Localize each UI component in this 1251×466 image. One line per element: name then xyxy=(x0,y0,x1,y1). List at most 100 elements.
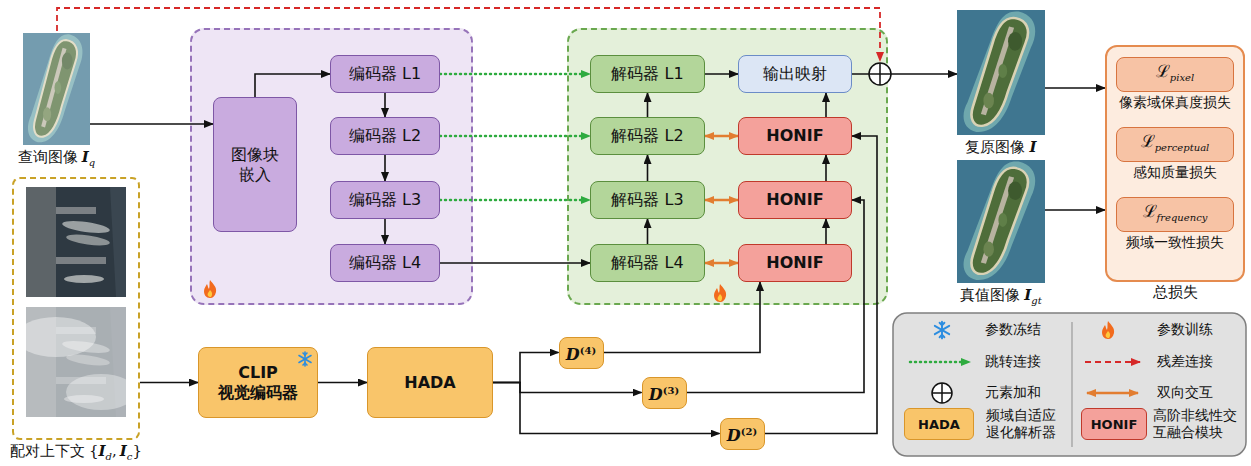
legend-text: 参数训练 xyxy=(1157,321,1213,337)
caption-text: 复原图像 xyxy=(965,138,1025,156)
decor-g xyxy=(935,322,949,339)
decor-line xyxy=(1087,392,1138,395)
decor-line xyxy=(305,363,307,365)
decor-path xyxy=(983,27,1011,115)
decor-path xyxy=(1106,331,1110,338)
residual-line xyxy=(57,8,880,61)
decor-rect xyxy=(957,10,1045,135)
encoder-box: 编码器 L4 xyxy=(330,244,440,282)
subscript: pixel xyxy=(1170,72,1194,83)
legend-item: 频域自适应退化解析器 xyxy=(986,407,1060,441)
legend-item: 参数训练 xyxy=(1157,321,1213,338)
label-block: D(4) xyxy=(566,341,596,365)
label-block: D(2) xyxy=(727,422,757,446)
decor-ellipse xyxy=(64,275,104,283)
math-comma: , xyxy=(112,442,117,460)
decor-ellipse xyxy=(983,241,994,256)
math-symbol: ℒ xyxy=(1143,201,1157,221)
connector xyxy=(140,382,198,384)
caption-text: 频域一致性损失 xyxy=(1126,234,1224,250)
decor-rect xyxy=(957,160,1045,283)
loss-box: ℒperceptual感知质量损失 xyxy=(1116,127,1234,162)
descriptor-box: D(3) xyxy=(642,377,687,409)
satellite-image xyxy=(957,160,1045,283)
harbor-image xyxy=(26,187,126,297)
math-bracket: { xyxy=(89,442,99,460)
decor-g xyxy=(204,280,216,298)
decor-circle xyxy=(869,63,891,85)
skip-connection xyxy=(440,199,590,202)
connector xyxy=(384,219,386,244)
label-block: 编码器 L1 xyxy=(349,64,421,84)
decor-line xyxy=(1085,361,1140,363)
node-label: 图像块嵌入 xyxy=(231,145,279,184)
legend-text: 双向交互 xyxy=(1157,384,1213,400)
decor-svg xyxy=(297,351,313,367)
caption-text: 查询图像 xyxy=(18,148,78,166)
legend-text: 跳转连接 xyxy=(985,353,1041,369)
decor-svg xyxy=(26,307,126,417)
subscript: gt xyxy=(1031,295,1041,306)
caption-block: 真值图像Igt xyxy=(960,286,1041,310)
connector xyxy=(604,282,761,353)
node-label: 解码器 L2 xyxy=(611,126,683,145)
math-symbol: I xyxy=(99,442,106,460)
decor-path xyxy=(714,284,726,302)
label-block: 编码器 L3 xyxy=(349,190,421,210)
caption-block: 查询图像Iq xyxy=(18,148,95,172)
encoder-box: 编码器 L1 xyxy=(330,55,440,93)
decor-g xyxy=(714,284,726,302)
label-block: CLIP 视觉编码器 xyxy=(213,363,303,403)
decor-ellipse xyxy=(66,232,111,247)
swatch-label: HADA xyxy=(918,417,960,432)
decor-line xyxy=(935,326,949,334)
decor-line xyxy=(1071,322,1072,447)
math-bracket: } xyxy=(132,442,142,460)
math-symbol: D xyxy=(566,345,580,364)
skip-connection xyxy=(440,73,590,76)
decor-path xyxy=(56,257,106,264)
decor-line xyxy=(942,335,944,337)
subscript: d xyxy=(106,451,112,462)
label-block: HADA xyxy=(404,373,455,393)
caption-block: 配对上下文{Id,Ic} xyxy=(10,442,142,466)
satellite-image xyxy=(23,33,90,145)
decor-line xyxy=(305,353,307,355)
node-label: HONIF xyxy=(766,190,823,209)
decor-path xyxy=(208,290,212,297)
connector xyxy=(255,74,330,97)
decor-path xyxy=(204,280,216,298)
decor-ellipse xyxy=(998,64,1007,78)
decor-path xyxy=(56,207,96,214)
math-symbol: I xyxy=(120,442,127,460)
connector xyxy=(647,155,649,181)
descriptor-box: D(4) xyxy=(559,337,604,369)
connector xyxy=(647,93,649,117)
loss-box: ℒfrequency频域一致性损失 xyxy=(1116,197,1234,232)
connector xyxy=(1045,87,1105,89)
decor-path xyxy=(718,294,722,301)
caption-text: 配对上下文 xyxy=(10,442,85,460)
decor-line xyxy=(910,361,970,364)
node-label: HADA xyxy=(404,373,455,392)
decor-ellipse xyxy=(66,374,126,410)
superscript: (2) xyxy=(741,426,757,437)
connector xyxy=(493,383,642,393)
node-label: 解码器 L3 xyxy=(611,190,683,209)
decor-rect xyxy=(26,187,126,297)
connector xyxy=(440,262,590,264)
connector xyxy=(493,383,720,434)
output-projection-box: 输出映射 xyxy=(738,55,852,93)
decor-path xyxy=(983,177,1011,263)
decor-svg xyxy=(957,10,1045,135)
decor-path xyxy=(110,187,126,297)
math-symbol: I xyxy=(82,148,89,166)
encoder-box: 编码器 L3 xyxy=(330,181,440,219)
label-block: 解码器 L4 xyxy=(611,253,683,273)
decor-ellipse xyxy=(998,213,1007,227)
decor-svg xyxy=(957,160,1045,283)
loss-box: ℒpixel像素域保真度损失 xyxy=(1116,57,1234,92)
decor-ellipse xyxy=(26,317,96,357)
node-label: CLIP 视觉编码器 xyxy=(218,363,298,402)
restored-image: 复原图像I xyxy=(957,10,1045,135)
